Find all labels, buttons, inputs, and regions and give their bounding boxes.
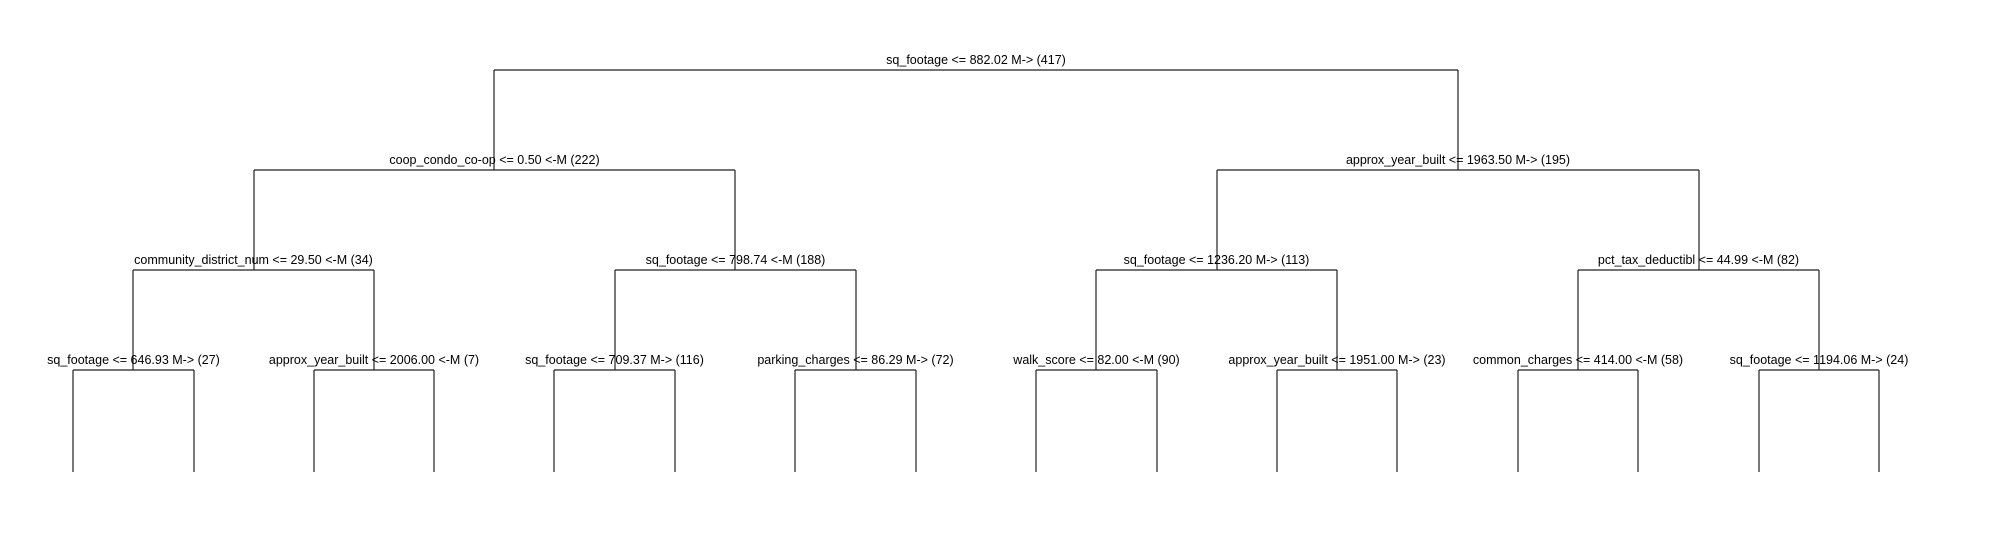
node-label: sq_footage <= 646.93 M-> (27): [47, 353, 220, 367]
node-label: sq_footage <= 1236.20 M-> (113): [1124, 253, 1310, 267]
node-label: approx_year_built <= 1951.00 M-> (23): [1228, 353, 1445, 367]
node-label: common_charges <= 414.00 <-M (58): [1473, 353, 1683, 367]
tree-labels: sq_footage <= 882.02 M-> (417) coop_condo…: [47, 53, 1908, 367]
tree-edges: [72, 69, 1880, 472]
node-label: coop_condo_co-op <= 0.50 <-M (222): [389, 153, 599, 167]
node-label: sq_footage <= 882.02 M-> (417): [886, 53, 1066, 67]
node-label: sq_footage <= 798.74 <-M (188): [646, 253, 826, 267]
node-label: sq_footage <= 709.37 M-> (116): [525, 353, 704, 367]
node-label: approx_year_built <= 1963.50 M-> (195): [1346, 153, 1570, 167]
node-label: community_district_num <= 29.50 <-M (34): [134, 253, 373, 267]
node-label: pct_tax_deductibl <= 44.99 <-M (82): [1598, 253, 1799, 267]
node-label: sq_footage <= 1194.06 M-> (24): [1730, 353, 1909, 367]
node-label: approx_year_built <= 2006.00 <-M (7): [269, 353, 479, 367]
node-label: parking_charges <= 86.29 M-> (72): [757, 353, 953, 367]
node-label: walk_score <= 82.00 <-M (90): [1012, 353, 1179, 367]
